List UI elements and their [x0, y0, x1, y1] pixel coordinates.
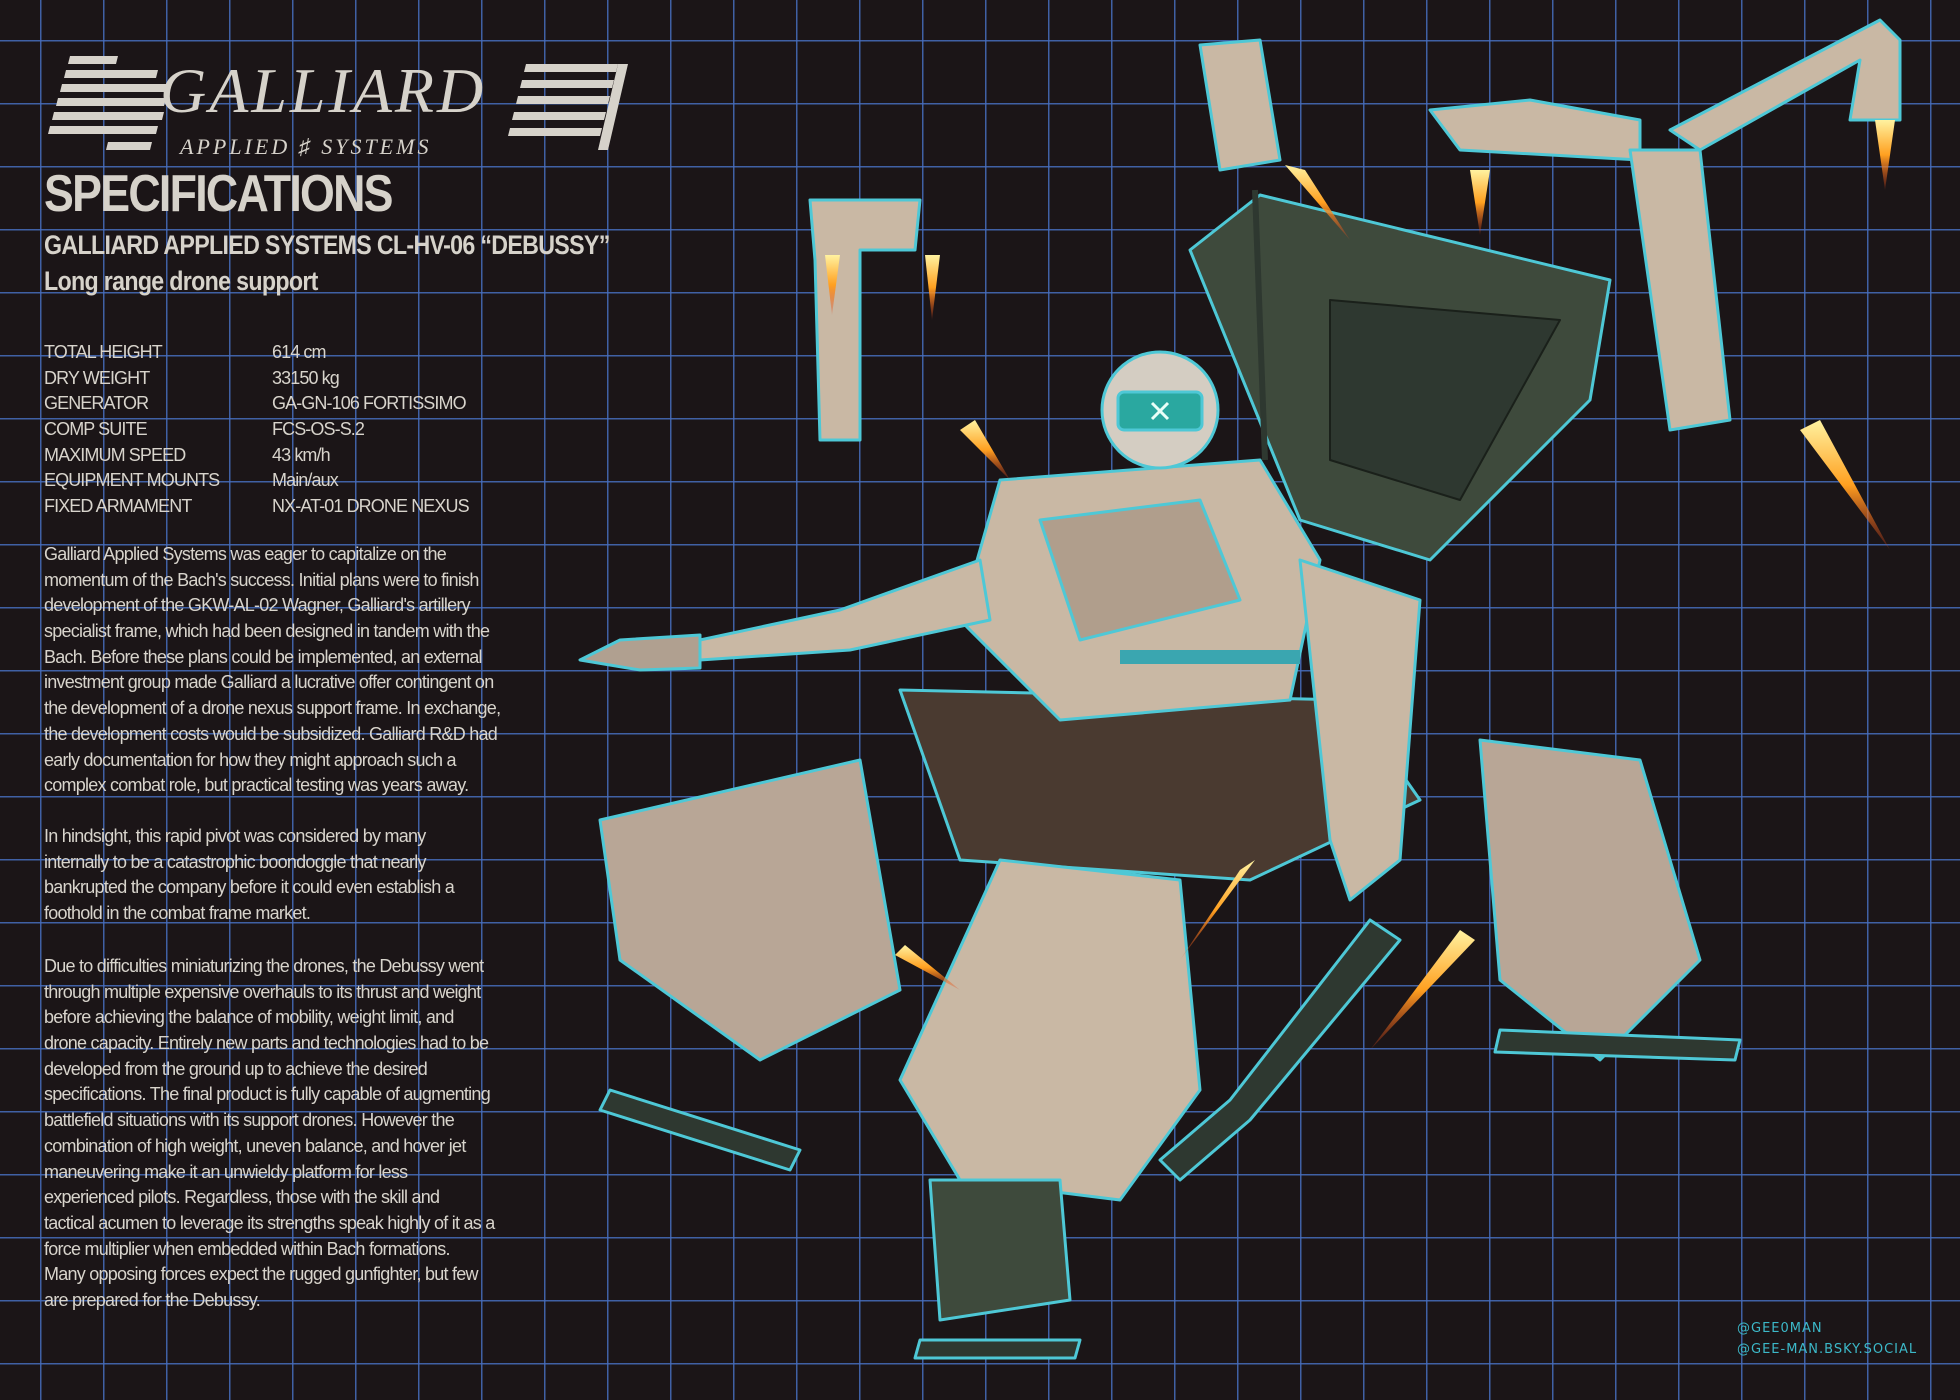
spec-value: GA-GN-106 FORTISSIMO — [272, 393, 467, 414]
logo-stripes-right — [508, 64, 628, 150]
artist-handle[interactable]: @GEE0MAN — [1737, 1321, 1823, 1336]
thruster-flame — [895, 945, 960, 990]
thruster-flame — [1180, 860, 1255, 960]
antenna — [1252, 189, 1268, 461]
paragraph-line: momentum of the Bach's success. Initial … — [44, 569, 479, 590]
spec-value: 614 cm — [272, 342, 327, 362]
model-designation: GALLIARD APPLIED SYSTEMS CL-HV-06 “DEBUS… — [44, 230, 610, 260]
artist-bluesky-handle[interactable]: @GEE-MAN.BSKY.SOCIAL — [1737, 1342, 1918, 1357]
thruster-flame — [1285, 165, 1350, 240]
thruster-flame — [960, 420, 1010, 480]
paragraph-line: combination of high weight, uneven balan… — [44, 1135, 466, 1156]
thruster-flame — [1875, 120, 1895, 190]
paragraph-line: Galliard Applied Systems was eager to ca… — [44, 544, 447, 564]
paragraph-line: development of the GKW-AL-02 Wagner, Gal… — [44, 595, 471, 616]
drone-right-body — [1628, 148, 1732, 432]
spec-label: EQUIPMENT MOUNTS — [44, 470, 220, 491]
galliard-logo: GALLIARD APPLIED ♯ SYSTEMS — [48, 55, 628, 159]
spec-label: MAXIMUM SPEED — [44, 444, 186, 465]
paragraph-line: experienced pilots. Regardless, those wi… — [44, 1187, 440, 1208]
rifle — [1158, 918, 1402, 1182]
paragraph-line: through multiple expensive overhauls to … — [44, 981, 481, 1002]
paragraph-line: bankrupted the company before it could e… — [44, 877, 455, 898]
front-foot-skid — [913, 1338, 1082, 1360]
spec-value: FCS-OS-S.2 — [272, 419, 365, 440]
left-foot-skid — [598, 1088, 802, 1172]
front-leg-lower — [928, 1178, 1072, 1322]
left-leg — [598, 758, 902, 1062]
drone-top-right-a — [1428, 98, 1642, 162]
paragraph-line: investment group made Galliard a lucrati… — [44, 672, 494, 693]
visor-x-mark-icon — [1150, 401, 1170, 421]
chest-armor — [1038, 498, 1242, 642]
artist-credits: @GEE0MAN @GEE-MAN.BSKY.SOCIAL — [1737, 1318, 1917, 1360]
paragraph-line: drone capacity. Entirely new parts and t… — [44, 1033, 489, 1054]
spec-label: DRY WEIGHT — [44, 367, 150, 388]
spec-value: 33150 kg — [272, 367, 340, 388]
thruster-flame — [925, 255, 940, 320]
paragraph-line: battlefield situations with its support … — [44, 1110, 455, 1131]
paragraph-line: maneuvering make it an unwieldy platform… — [44, 1161, 408, 1182]
paragraph-line: Bach. Before these plans could be implem… — [44, 646, 483, 667]
role-description: Long range drone support — [44, 266, 318, 296]
paragraph-line: before achieving the balance of mobility… — [44, 1007, 454, 1028]
thruster-flame — [825, 255, 840, 315]
drone-top-center — [1198, 38, 1282, 172]
spec-label: GENERATOR — [44, 393, 149, 414]
paragraph-line: complex combat role, but practical testi… — [44, 775, 469, 796]
spec-value: Main/aux — [272, 470, 339, 491]
history-paragraph-1: Galliard Applied Systems was eager to ca… — [44, 542, 501, 799]
paragraph-line: specialist frame, which had been designe… — [44, 621, 490, 642]
left-arm — [698, 558, 992, 662]
thruster-flame — [1800, 420, 1890, 550]
page-title: SPECIFICATIONS — [44, 165, 394, 223]
drone-top-right-b — [1668, 18, 1902, 152]
spec-label: COMP SUITE — [44, 419, 148, 440]
paragraph-line: Due to difficulties miniaturizing the dr… — [44, 956, 484, 976]
logo-stripes-left — [48, 56, 168, 150]
logo-tagline: APPLIED ♯ SYSTEMS — [178, 134, 431, 159]
left-hand — [578, 633, 702, 672]
paragraph-line: internally to be a catastrophic boondogg… — [44, 851, 427, 872]
thruster-flame — [1370, 930, 1475, 1050]
spec-value: 43 km/h — [272, 444, 331, 465]
paragraph-line: force multiplier when embedded within Ba… — [44, 1238, 450, 1259]
paragraph-line: tactical acumen to leverage its strength… — [44, 1212, 495, 1233]
torso-stripe — [1120, 650, 1300, 664]
paragraph-line: are prepared for the Debussy. — [44, 1289, 261, 1310]
spec-label: TOTAL HEIGHT — [44, 342, 163, 362]
history-paragraph-3: Due to difficulties miniaturizing the dr… — [44, 954, 495, 1314]
paragraph-line: In hindsight, this rapid pivot was consi… — [44, 826, 426, 846]
right-foot-skid — [1493, 1028, 1742, 1062]
backpack-panel — [1329, 299, 1561, 501]
thruster-flame — [1470, 170, 1490, 235]
paragraph-line: foothold in the combat frame market. — [44, 903, 311, 924]
paragraph-line: Many opposing forces expect the rugged g… — [44, 1264, 479, 1285]
paragraph-line: early documentation for how they might a… — [44, 749, 457, 770]
drone-top-left — [808, 198, 922, 442]
history-paragraph-2: In hindsight, this rapid pivot was consi… — [44, 824, 455, 927]
front-leg — [898, 858, 1202, 1202]
paragraph-line: developed from the ground up to achieve … — [44, 1058, 428, 1079]
paragraph-line: the development costs would be subsidize… — [44, 723, 498, 744]
spec-value: NX-AT-01 DRONE NEXUS — [272, 496, 470, 517]
spec-label: FIXED ARMAMENT — [44, 496, 192, 517]
paragraph-line: the development of a drone nexus support… — [44, 698, 501, 719]
logo-wordmark: GALLIARD — [160, 55, 486, 126]
right-leg — [1478, 738, 1702, 1062]
paragraph-line: specifications. The final product is ful… — [44, 1084, 491, 1105]
right-arm — [1298, 558, 1422, 902]
